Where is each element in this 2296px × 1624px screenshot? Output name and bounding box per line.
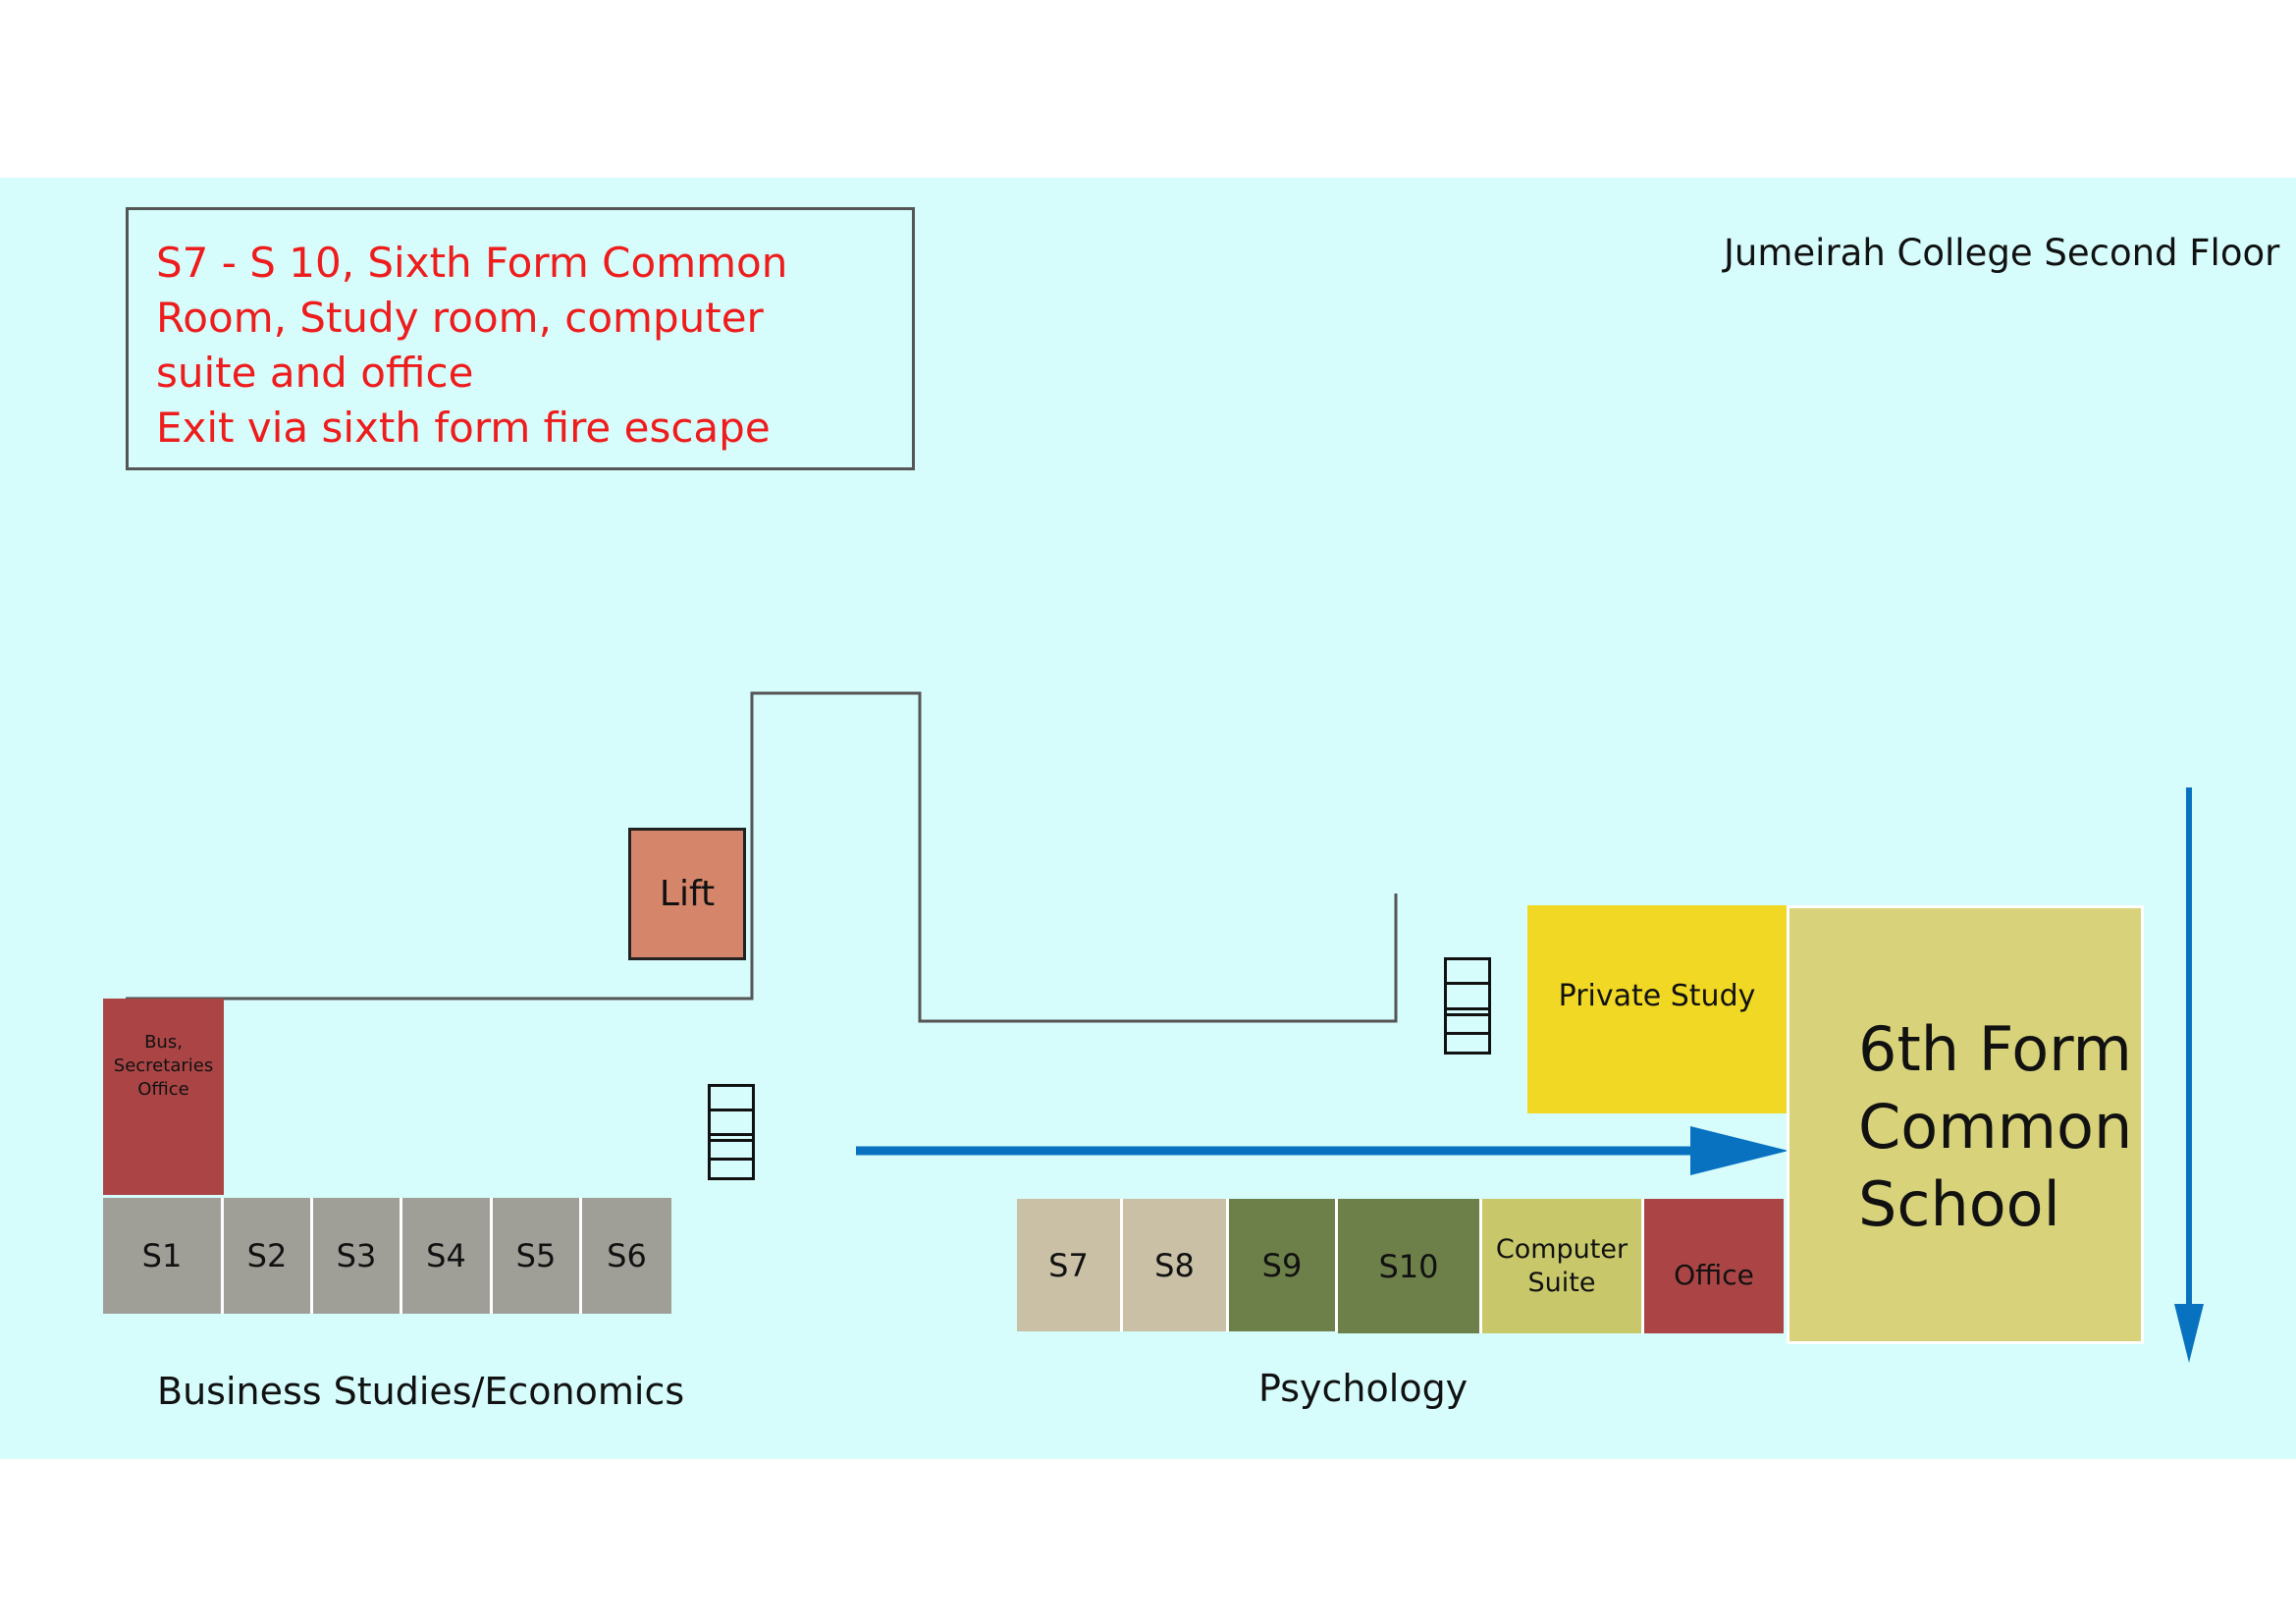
room-s8: S8 <box>1123 1199 1229 1331</box>
room-label: S1 <box>141 1237 183 1274</box>
computer-suite-line: Suite <box>1527 1267 1596 1298</box>
exit-arrow-vertical-head <box>2174 1304 2204 1363</box>
private-study: Private Study <box>1527 905 1787 1113</box>
common-room-line: 6th Form <box>1858 1013 2132 1085</box>
stairs-icon <box>708 1084 755 1180</box>
room-label: S9 <box>1261 1246 1303 1284</box>
room-s2: S2 <box>224 1198 313 1314</box>
notice-line: Room, Study room, computer <box>156 294 764 342</box>
room-label: S6 <box>607 1237 647 1274</box>
room-label: S7 <box>1048 1246 1089 1284</box>
bus-office-line: Office <box>137 1079 189 1100</box>
evacuation-notice: S7 - S 10, Sixth Form Common Room, Study… <box>126 207 915 470</box>
office: Office <box>1644 1199 1784 1333</box>
room-s9: S9 <box>1229 1199 1338 1331</box>
room-label: S10 <box>1378 1247 1439 1285</box>
bus-secretaries-office: Bus, Secretaries Office <box>103 999 224 1195</box>
common-room-line: Common <box>1858 1091 2133 1163</box>
computer-suite: Computer Suite <box>1482 1199 1644 1333</box>
room-s4: S4 <box>402 1198 493 1314</box>
common-room-line: School <box>1858 1168 2060 1240</box>
right-group-label: Psychology <box>1258 1367 1468 1410</box>
notice-line: S7 - S 10, Sixth Form Common <box>156 239 788 287</box>
room-label: S3 <box>336 1237 377 1274</box>
room-s6: S6 <box>582 1198 671 1314</box>
corridor-wall-left <box>126 691 1398 1023</box>
room-s7: S7 <box>1017 1199 1123 1331</box>
lift-label: Lift <box>659 874 716 914</box>
computer-suite-line: Computer <box>1495 1233 1629 1265</box>
room-label: S8 <box>1154 1246 1195 1284</box>
stairs-icon <box>1444 957 1491 1055</box>
room-label: S2 <box>246 1237 288 1274</box>
sixth-form-common-room: 6th Form Common School <box>1787 905 2144 1344</box>
room-label: S4 <box>426 1237 466 1274</box>
notice-line: suite and office <box>156 349 474 397</box>
notice-line: Exit via sixth form fire escape <box>156 404 771 452</box>
room-s3: S3 <box>313 1198 402 1314</box>
private-study-label: Private Study <box>1558 978 1756 1013</box>
room-label: Office <box>1674 1259 1754 1291</box>
floor-title: Jumeirah College Second Floor <box>1724 232 2280 274</box>
bus-office-line: Secretaries <box>113 1056 214 1076</box>
room-s1: S1 <box>103 1198 224 1314</box>
room-s5: S5 <box>493 1198 582 1314</box>
room-s10: S10 <box>1338 1199 1482 1333</box>
bus-office-line: Bus, <box>144 1032 183 1053</box>
left-group-label: Business Studies/Economics <box>157 1370 685 1413</box>
exit-arrow-horizontal-head <box>1690 1126 1789 1175</box>
lift: Lift <box>628 828 746 960</box>
room-label: S5 <box>515 1237 557 1274</box>
